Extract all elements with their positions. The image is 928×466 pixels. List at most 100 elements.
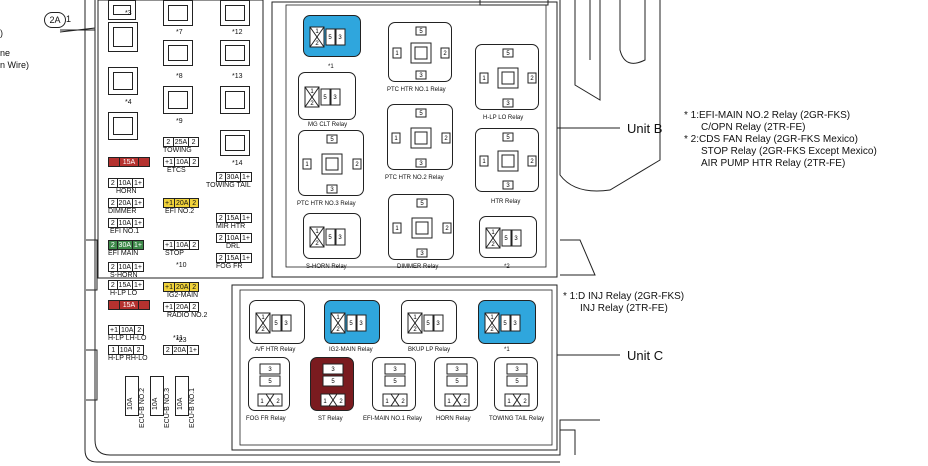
fuse-terminal: 2: [109, 219, 118, 227]
edge-paren: ): [0, 28, 3, 38]
relay-socket-label: *7: [176, 29, 183, 36]
connector-number: 1: [66, 14, 72, 24]
fuse-rating: 20A: [118, 199, 134, 207]
relay-pin-number: 3: [338, 35, 342, 41]
relay-pin-number: 1: [491, 230, 495, 236]
relay-label: DIMMER Relay: [397, 264, 439, 270]
fuse-terminal: 2: [217, 173, 226, 181]
fuse-label: H-LP LH-LO: [108, 335, 147, 342]
fuse-rating: 10A: [118, 179, 134, 187]
fuse-rating: 15A: [226, 254, 242, 262]
fuse-label: DIMMER: [108, 208, 137, 215]
relay-label: EFI-MAIN NO.1 Relay: [363, 416, 423, 422]
relay-pin-number: 1: [394, 136, 398, 142]
relay-socket-label: *14: [232, 160, 243, 167]
vertical-fuse: [150, 376, 164, 416]
fuse-rating: 15A: [120, 158, 139, 166]
relay-pin-number: 1: [482, 159, 486, 165]
relay-socket: [163, 0, 193, 26]
fuse-terminal: 2: [164, 138, 174, 146]
relay-pin-number: 5: [419, 29, 423, 35]
fuse-terminal: 1: [109, 346, 119, 354]
fuse-rating: 25A: [174, 138, 190, 146]
relay-socket: [220, 86, 250, 114]
edge-text-line2: n Wire): [0, 60, 29, 70]
relay-pin-number: 2: [490, 327, 494, 333]
fuse-terminal: 2: [164, 346, 173, 354]
relay-label: IG2-MAIN Relay: [329, 347, 373, 353]
relay-label: ST Relay: [318, 416, 343, 422]
fuse-terminal: 1+: [242, 255, 250, 262]
note-c-1: * 1:D INJ Relay (2GR-FKS): [563, 291, 685, 302]
relay-pin-number: 3: [359, 321, 363, 327]
relay-label: H-LP LO Relay: [483, 115, 524, 121]
fuse-rating: 10A: [118, 219, 134, 227]
relay-pin-number: 2: [339, 399, 343, 405]
relay-pin-number: 3: [268, 367, 272, 373]
fuse-terminal: 2: [217, 234, 226, 242]
relay-pin-number: 1: [336, 315, 340, 321]
relay-pin-number: 1: [413, 315, 417, 321]
relay-pin-number: 3: [330, 187, 334, 193]
vertical-fuse-rating: 10A: [127, 397, 134, 410]
relay-socket: [108, 22, 138, 52]
relay-pin-number: 1: [395, 226, 399, 232]
relay-pin-number: 3: [513, 321, 517, 327]
relay-pin-number: 5: [506, 51, 510, 57]
relay-socket-label: *13: [232, 73, 243, 80]
relay-label: *1: [328, 64, 334, 70]
relay-pin-number: 5: [330, 137, 334, 143]
relay-pin-number: 3: [436, 321, 440, 327]
relay-pin-number: 1: [490, 315, 494, 321]
relay-pin-number: 1: [260, 399, 264, 405]
fuse-terminal: 1+: [134, 200, 142, 207]
relay-pin-number: 5: [515, 379, 519, 385]
fuse-rating: 10A: [175, 241, 191, 249]
relay-label: HORN Relay: [436, 416, 471, 422]
relay-label: PTC HTR NO.2 Relay: [385, 175, 444, 181]
relay-pin-number: 3: [515, 367, 519, 373]
fuse-terminal: +1: [165, 241, 175, 249]
relay-pin-number: 2: [261, 327, 265, 333]
relay-pin-number: 3: [331, 367, 335, 373]
fuse-terminal: 1+: [134, 282, 142, 289]
relay-pin-number: 3: [506, 101, 510, 107]
note-b-1: * 1:EFI-MAIN NO.2 Relay (2GR-FKS): [684, 110, 851, 121]
relay-socket-label: *9: [176, 118, 183, 125]
relay-pin-number: 2: [463, 399, 467, 405]
fuse-rating: 10A: [118, 263, 134, 271]
fuse-label: MIR HTR: [216, 223, 246, 230]
fuse-terminal: 1+: [134, 220, 142, 227]
relay-pin-number: 2: [530, 159, 534, 165]
relay-pin-number: 5: [504, 236, 508, 242]
relay-pin-number: 2: [445, 226, 449, 232]
relay-pin-number: 1: [310, 89, 314, 95]
relay-pin-number: 2: [310, 101, 314, 107]
relay-pin-number: 1: [482, 76, 486, 82]
fuse-terminal: 1+: [189, 347, 197, 354]
